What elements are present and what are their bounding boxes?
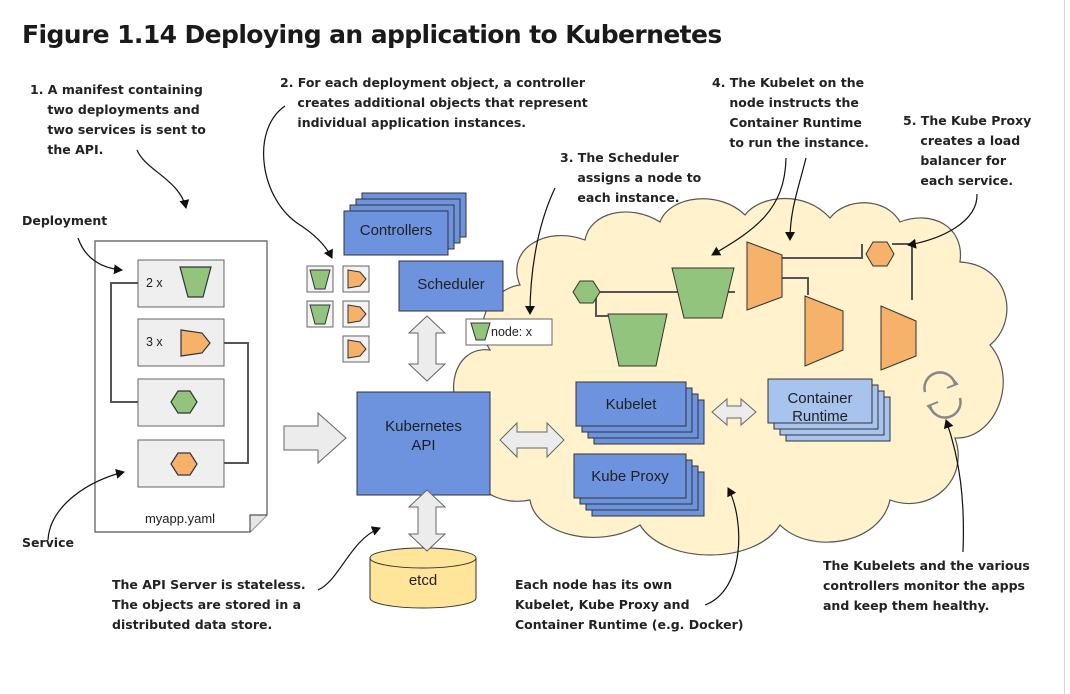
controllers-box	[343, 192, 467, 256]
deployment-1-count: 2 x	[146, 276, 163, 290]
label-service: Service	[22, 535, 74, 550]
kube-proxy-box	[573, 453, 705, 517]
note-kubelets-monitor: The Kubelets and the various controllers…	[823, 558, 1030, 613]
note-each-node: Each node has its own Kubelet, Kube Prox…	[515, 577, 744, 632]
callout-arrows	[47, 105, 978, 606]
label-deployment: Deployment	[22, 213, 108, 228]
page-edge-rule	[1064, 0, 1065, 694]
manifest-pods	[170, 266, 212, 476]
double-arrows	[283, 315, 757, 552]
manifest-filename: myapp.yaml	[144, 511, 216, 526]
refresh-icon	[923, 371, 962, 419]
node-tag-label: node: x	[491, 325, 533, 339]
kubelet-label: Kubelet	[605, 396, 657, 413]
container-runtime-box	[767, 378, 891, 442]
note-step-1: 1. A manifest containing two deployments…	[30, 82, 206, 157]
kubernetes-api-label: Kubernetes API	[385, 418, 462, 454]
kubernetes-api-box	[356, 391, 491, 496]
running-pods	[572, 241, 917, 371]
controllers-label: Controllers	[359, 222, 433, 239]
note-step-3: 3. The Scheduler assigns a node to each …	[560, 150, 702, 205]
node-assignment-tag	[465, 318, 553, 346]
container-runtime-label: Container Runtime	[787, 390, 853, 425]
pod-instances	[306, 265, 370, 363]
scheduler-label: Scheduler	[417, 276, 485, 293]
scheduler-box	[398, 260, 504, 312]
note-step-5: 5. The Kube Proxy creates a load balance…	[903, 113, 1032, 188]
figure-title: Figure 1.14 Deploying an application to …	[22, 20, 722, 49]
note-step-2: 2. For each deployment object, a control…	[280, 75, 588, 130]
deployment-2-count: 3 x	[146, 335, 163, 349]
etcd-label: etcd	[408, 572, 438, 589]
cluster-cloud	[453, 197, 1008, 556]
note-api-server: The API Server is stateless. The objects…	[112, 577, 306, 632]
kubelet-box	[575, 381, 705, 445]
kube-proxy-label: Kube Proxy	[591, 468, 669, 485]
manifest-links	[110, 282, 249, 464]
etcd-datastore	[369, 547, 477, 609]
note-step-4: 4. The Kubelet on the node instructs the…	[712, 75, 869, 150]
